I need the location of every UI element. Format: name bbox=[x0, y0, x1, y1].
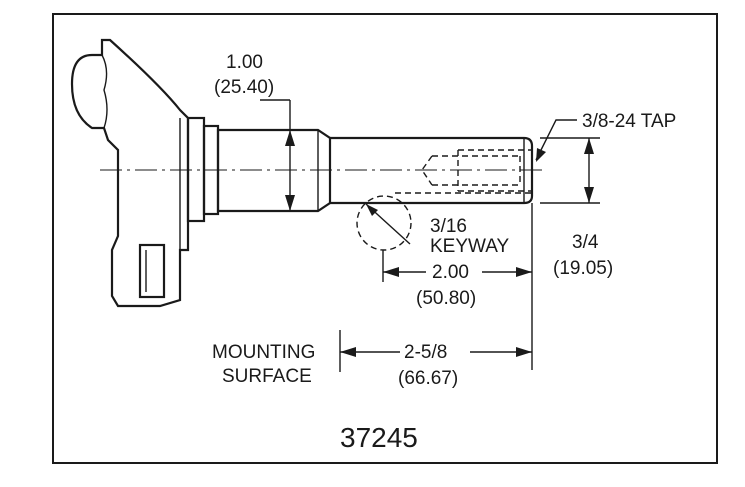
keyway-length-dimension bbox=[382, 203, 533, 370]
end-diameter-inch: 3/4 bbox=[572, 232, 599, 253]
keyway-length-inch: 2.00 bbox=[432, 262, 469, 283]
keyway-leader-arrow bbox=[366, 204, 378, 216]
keyway-detail-circle bbox=[356, 195, 412, 251]
tap-label: 3/8-24 TAP bbox=[582, 111, 676, 132]
keyway-label: KEYWAY bbox=[430, 236, 510, 257]
end-diameter-mm: (19.05) bbox=[553, 258, 613, 279]
mounting-surface-line2: SURFACE bbox=[222, 366, 312, 387]
keyway-length-mm: (50.80) bbox=[416, 288, 476, 309]
tap-leader bbox=[535, 119, 577, 162]
shaft-diameter-mm: (25.40) bbox=[214, 77, 274, 98]
shaft-length-inch: 2-5/8 bbox=[404, 342, 447, 363]
end-diameter-dimension bbox=[540, 137, 600, 204]
mounting-surface-line1: MOUNTING bbox=[212, 342, 315, 363]
keyway-size: 3/16 bbox=[430, 216, 467, 237]
shaft-diameter-dimension bbox=[260, 99, 295, 211]
shaft-length-dimension bbox=[339, 330, 532, 372]
shaft-length-mm: (66.67) bbox=[398, 368, 458, 389]
shaft-diameter-inch: 1.00 bbox=[226, 52, 263, 73]
mounting-housing bbox=[70, 38, 190, 308]
drawing-frame bbox=[52, 13, 718, 464]
part-number: 37245 bbox=[340, 422, 418, 453]
